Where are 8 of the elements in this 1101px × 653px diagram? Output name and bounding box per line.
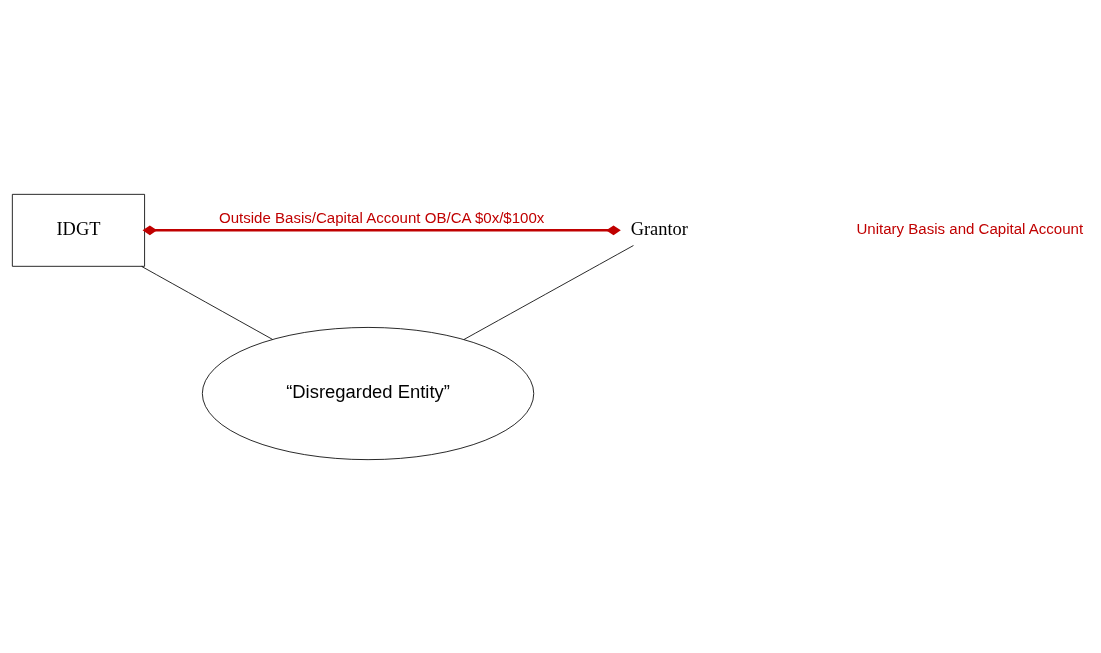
connector <box>142 225 621 235</box>
node-text: Grantor <box>630 218 688 239</box>
label: Unitary Basis and Capital Account <box>856 219 1084 237</box>
node-box: IDGT <box>11 193 145 267</box>
connector <box>141 265 273 340</box>
node-ellipse: “Disregarded Entity” <box>201 326 535 460</box>
edge-label: Outside Basis/Capital Account OB/CA $0x/$100x <box>218 208 545 226</box>
connector <box>463 244 634 340</box>
